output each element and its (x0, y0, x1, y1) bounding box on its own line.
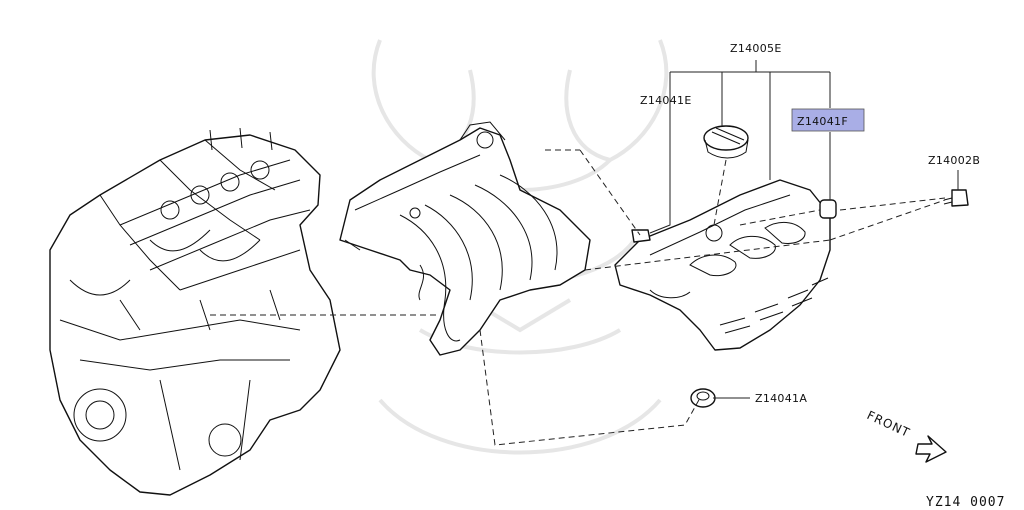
engine-block (49, 127, 341, 496)
highlight-box (791, 108, 865, 132)
grommet-z14041a (690, 388, 716, 408)
engine-cover (614, 179, 831, 351)
diagram-code: YZ14 0007 (926, 495, 1005, 510)
label-z14005e: Z14005E (730, 42, 782, 55)
label-z14002b: Z14002B (928, 154, 980, 167)
callout-z14002b[interactable]: Z14002B (928, 154, 980, 167)
label-z14041e: Z14041E (640, 94, 692, 107)
callout-z14041f[interactable]: Z14041F (791, 108, 865, 132)
leader-lines (649, 60, 959, 399)
callout-z14041e[interactable]: Z14041E (640, 94, 692, 107)
label-z14041a: Z14041A (755, 392, 807, 405)
front-label: FRONT (865, 408, 913, 440)
oil-filler-cap (703, 125, 749, 159)
intake-manifold (339, 121, 591, 356)
front-arrow-icon (915, 435, 947, 463)
cover-clip (631, 229, 651, 243)
grommet-z14041f (819, 199, 837, 219)
callout-z14041a[interactable]: Z14041A (755, 392, 807, 405)
bolt-z14002b (943, 189, 969, 207)
dashed-guides (210, 149, 946, 446)
label-z14041f: Z14041F (797, 115, 848, 128)
callout-z14005e[interactable]: Z14005E (730, 42, 782, 55)
front-indicator: FRONT (865, 408, 947, 463)
